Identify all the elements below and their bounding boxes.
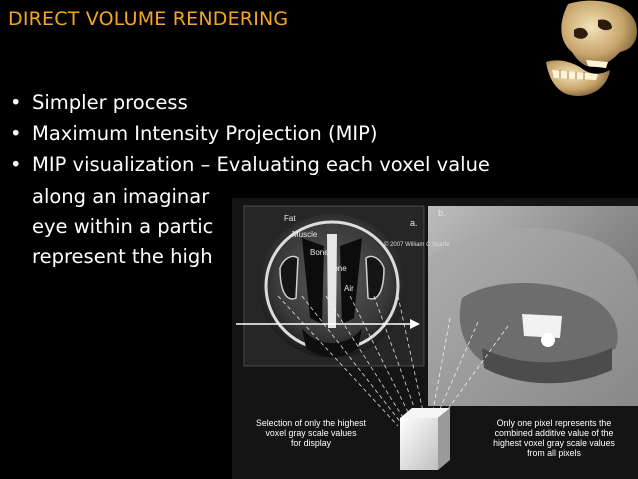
panel-label-b: b.: [438, 208, 446, 218]
slide-title: DIRECT VOLUME RENDERING: [8, 8, 289, 30]
bullet-item: Simpler process: [8, 88, 608, 118]
bullet-continuation: eye within a partic: [32, 214, 214, 238]
copyright-notice: © 2007 William C Scarfe: [384, 242, 450, 248]
caption-line: voxel gray scale values: [265, 428, 357, 439]
tissue-label-bone: Bone: [310, 248, 329, 257]
tissue-label-fat: Fat: [284, 214, 296, 223]
caption-left: Selection of only the highest voxel gray…: [236, 418, 386, 448]
bullet-item: Maximum Intensity Projection (MIP): [8, 119, 608, 149]
caption-line: Only one pixel represents the: [496, 418, 612, 428]
panel-label-a: a.: [410, 218, 418, 228]
caption-line: Selection of only the highest: [255, 418, 367, 428]
tissue-label-bone-2: Bone: [328, 264, 347, 273]
mip-illustration: Fat Muscle Bone Bone Air a. b. © 2007 Wi…: [232, 198, 638, 479]
projection-rays: [277, 295, 425, 427]
mip-illustration-graphic: [236, 205, 638, 470]
bullet-continuation: represent the high: [32, 245, 213, 269]
tissue-label-air: Air: [344, 284, 354, 293]
bullet-item: MIP visualization – Evaluating each voxe…: [8, 150, 608, 180]
output-pixel-cube: [400, 408, 450, 470]
caption-line: highest voxel gray scale values: [493, 438, 615, 449]
bullet-continuation: along an imaginar: [32, 184, 210, 208]
caption-right: Only one pixel represents the combined a…: [472, 418, 636, 458]
caption-line: from all pixels: [527, 448, 581, 459]
caption-line: for display: [290, 438, 332, 449]
bullet-list: Simpler process Maximum Intensity Projec…: [8, 88, 608, 272]
caption-line: combined additive value of the: [494, 428, 614, 439]
tissue-label-muscle: Muscle: [292, 230, 318, 239]
